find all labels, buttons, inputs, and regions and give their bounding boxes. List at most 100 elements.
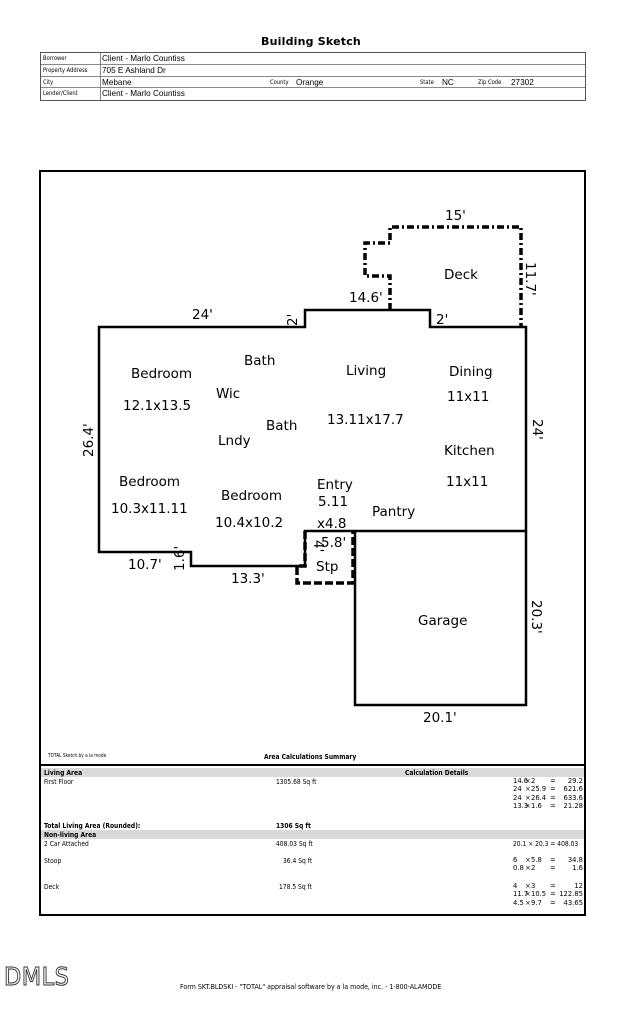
room-label: Kitchen: [444, 443, 495, 459]
calc-cell: 122.85: [559, 890, 583, 899]
borrower-value: Client - Marlo Countiss: [102, 54, 185, 63]
room-size: 11x11: [446, 474, 488, 490]
calc-cell: =: [550, 898, 556, 907]
calc-details-label: Calculation Details: [405, 769, 469, 777]
calc-cell: =: [550, 856, 556, 864]
calc-cell: 3: [531, 882, 536, 890]
room-size: 11x11: [447, 389, 489, 405]
dimension-label: 14.6': [349, 290, 383, 306]
calc-cell: ×: [525, 785, 531, 794]
room-label: Pantry: [372, 504, 415, 520]
garage-outline: [353, 531, 528, 707]
room-label: Bedroom: [221, 488, 282, 504]
calc-cell: 12: [574, 882, 583, 890]
lender-row: Lender/Client Client - Marlo Countiss: [41, 88, 585, 100]
dimension-label: 13.3': [231, 571, 265, 587]
dimension-label: 2': [285, 314, 301, 326]
address-row: Property Address 705 E Ashland Dr: [41, 64, 585, 77]
garage-calc: 20.1 × 20.3 = 408.03: [513, 840, 579, 848]
county-label: County: [270, 77, 289, 86]
sketch-caption: TOTAL Sketch by a la mode: [48, 753, 107, 759]
calc-cell: =: [550, 777, 556, 785]
sketch-frame: [39, 170, 586, 916]
calc-cell: 21.28: [563, 802, 583, 811]
calc-cell: ×: [525, 890, 531, 899]
calc-cell: 14.6: [513, 777, 529, 785]
room-label: Garage: [418, 613, 467, 629]
state-value: NC: [442, 77, 454, 87]
house-outline: [97, 308, 528, 568]
calc-cell: =: [550, 802, 556, 811]
living-area-band: [41, 768, 584, 777]
calc-cell: ×: [525, 802, 531, 811]
calc-cell: 34.8: [567, 856, 583, 864]
calc-cell: =: [550, 890, 556, 899]
page-title: Building Sketch: [261, 35, 361, 48]
garage-area-value: 408.03 Sq ft: [276, 840, 313, 848]
area-summary: Living Area Calculation Details First Fl…: [41, 764, 584, 907]
calc-cell: 2: [531, 777, 536, 785]
room-size: 13.11x17.7: [327, 412, 404, 428]
calc-cell: 2: [531, 864, 536, 873]
room-label: Lndy: [218, 433, 251, 449]
calc-cell: 25.9: [531, 785, 547, 794]
city-label: City: [43, 77, 54, 86]
room-label: Dining: [449, 364, 493, 380]
calc-cell: 13.3: [513, 802, 529, 811]
address-value: 705 E Ashland Dr: [102, 65, 166, 75]
calc-cell: 633.6: [563, 793, 583, 802]
mls-logo: DMLS: [4, 962, 70, 992]
room-size: 5.11: [318, 494, 348, 510]
form-footer: Form SKT.BLDSKI - "TOTAL" appraisal soft…: [180, 982, 442, 991]
stoop-outline: [295, 531, 355, 585]
calc-cell: 1.6: [531, 802, 542, 811]
calc-cell: 43.65: [563, 898, 583, 907]
calc-cell: 29.2: [567, 777, 583, 785]
room-size: 12.1x13.5: [123, 398, 191, 414]
room-label: Bedroom: [131, 366, 192, 382]
calc-cell: 24: [513, 793, 522, 802]
lender-value: Client - Marlo Countiss: [102, 89, 185, 99]
borrower-row: Borrower Client - Marlo Countiss: [41, 53, 585, 65]
calc-cell: 10.5: [531, 890, 547, 899]
address-label: Property Address: [43, 65, 88, 74]
property-info-table: Borrower Client - Marlo Countiss Propert…: [40, 52, 586, 101]
calc-cell: =: [550, 882, 556, 890]
deck-area-value: 178.5 Sq ft: [279, 883, 312, 891]
room-label: Bath: [244, 353, 275, 369]
state-label: State: [420, 77, 434, 86]
room-size: 10.3x11.11: [111, 501, 188, 517]
calc-cell: 11.7: [513, 890, 529, 899]
calc-cell: =: [550, 785, 556, 794]
nonliving-band: [41, 830, 584, 839]
zip-value: 27302: [511, 77, 534, 87]
dimension-label: 11.7': [522, 262, 538, 296]
city-value: Mebane: [102, 77, 132, 87]
calc-cell: ×: [525, 864, 531, 873]
summary-title: Area Calculations Summary: [264, 753, 357, 761]
calc-cell: 621.6: [563, 785, 583, 794]
dimension-label: 1.6': [172, 546, 188, 571]
living-area-label: Living Area: [44, 769, 83, 777]
dimension-label: 15': [445, 208, 466, 224]
first-floor-label: First Floor: [44, 778, 74, 786]
dimension-label: 20.1': [423, 710, 457, 726]
room-label: Wic: [216, 386, 240, 402]
zip-label: Zip Code: [478, 77, 502, 86]
total-living-label: Total Living Area (Rounded):: [44, 822, 141, 830]
room-label: Bedroom: [119, 474, 180, 490]
calc-cell: ×: [525, 793, 531, 802]
room-label: Deck: [444, 267, 478, 283]
calc-cell: 24: [513, 785, 522, 794]
calc-cell: 0.8: [513, 864, 524, 873]
room-label: Living: [346, 363, 386, 379]
calc-cell: 5.8: [531, 856, 542, 864]
garage-area-label: 2 Car Attached: [44, 840, 89, 848]
dimension-label: 24': [192, 307, 213, 323]
dimension-label: 2': [436, 312, 448, 328]
calc-cell: ×: [525, 882, 531, 890]
room-label: Stp: [316, 559, 338, 575]
dimension-label: 20.3': [528, 600, 544, 634]
calc-cell: ×: [525, 898, 531, 907]
